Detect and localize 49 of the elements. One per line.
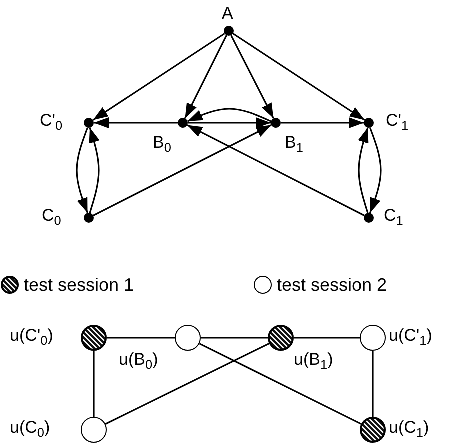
vertex-dot <box>84 118 94 128</box>
vertex-label: u(C$_{0}$) <box>10 419 50 436</box>
arrow <box>358 128 369 214</box>
arrow <box>93 124 272 216</box>
vertex-label: u(C'$_{1}$) <box>389 327 432 344</box>
vertex-dot <box>364 213 374 223</box>
vertex-label: u(C$_{1}$) <box>389 419 430 436</box>
connector-line <box>93 351 95 417</box>
legend-text: test session 2 <box>277 276 388 294</box>
vertex-label: C'$_{0}$ <box>40 112 63 129</box>
vertex-dot <box>84 213 94 223</box>
connector-line <box>199 343 362 425</box>
connector-line <box>201 337 268 339</box>
arrow <box>232 33 366 121</box>
arrow <box>92 33 226 121</box>
vertex-label: u(B$_{1}$) <box>294 351 334 368</box>
vertex-dot <box>224 26 234 36</box>
vertex-label: u(C'$_{0}$) <box>10 327 54 344</box>
arrow <box>89 128 100 214</box>
vertex-dot <box>271 118 281 128</box>
arrow <box>76 128 89 214</box>
arrow <box>94 118 178 128</box>
vertex-dot <box>178 118 188 128</box>
vertex-label: u(B$_{0}$) <box>119 351 158 368</box>
open-circle <box>175 325 201 351</box>
arrow <box>187 108 272 122</box>
hatched-circle <box>81 325 107 351</box>
arrow <box>184 35 228 119</box>
vertex-label: B$_{0}$ <box>153 134 172 151</box>
vertex-label: C$_{1}$ <box>384 207 404 224</box>
hatched-circle <box>268 325 294 351</box>
vertex-label: C'$_{1}$ <box>386 112 409 129</box>
hatched-circle <box>360 417 386 443</box>
legend-text: test session 1 <box>24 276 134 294</box>
connector-line <box>372 351 374 417</box>
arrow <box>187 124 365 216</box>
open-circle <box>360 325 386 351</box>
arrow <box>230 35 274 119</box>
vertex-label: B$_{1}$ <box>285 134 304 151</box>
arrow <box>188 118 271 128</box>
open-circle <box>81 417 107 443</box>
arrow <box>281 118 364 128</box>
connector-line <box>107 337 175 339</box>
arrow <box>369 128 382 214</box>
connector-line <box>294 337 360 339</box>
connector-line <box>105 343 270 425</box>
vertex-label: C$_{0}$ <box>42 207 62 224</box>
vertex-label: A <box>222 5 234 22</box>
vertex-dot <box>364 118 374 128</box>
